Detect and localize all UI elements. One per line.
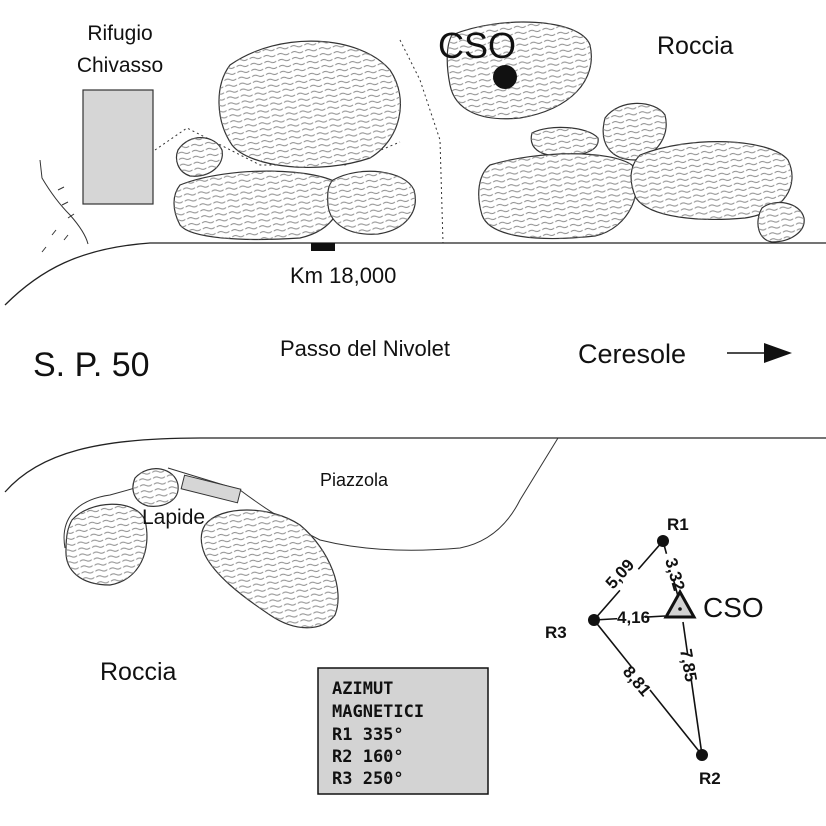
- rock-upper-center-large: [218, 40, 401, 169]
- road-name-label: S. P. 50: [33, 346, 150, 384]
- km-marker: [311, 243, 335, 251]
- rifugio-label-line1: Rifugio: [87, 22, 152, 45]
- rifugio-label-line2: Chivasso: [77, 54, 163, 77]
- rock-small-top-right: [602, 102, 667, 161]
- lower-rock-outline: [63, 487, 136, 549]
- cso-top-marker: [493, 65, 517, 89]
- cso-triangle-icon: [663, 588, 697, 619]
- lapide-stone: [180, 474, 242, 504]
- rock-lower-left: [65, 503, 148, 586]
- piazzola-label: Piazzola: [320, 470, 389, 490]
- rock-cso-top: [446, 21, 592, 120]
- road-edge-top: [4, 242, 826, 306]
- km-label: Km 18,000: [290, 263, 396, 288]
- rock-upper-bottom-mid: [327, 170, 416, 235]
- distance-r1-cso: 3,32: [661, 556, 688, 593]
- dotted-path-vertical: [399, 39, 444, 244]
- azimut-title-1: AZIMUT: [332, 679, 393, 699]
- rock-small-far-right: [757, 201, 805, 243]
- r1-label: R1: [667, 515, 689, 534]
- arrow-right-icon: [727, 343, 792, 363]
- roccia-bottom-label: Roccia: [100, 658, 177, 686]
- azimut-r1: R1 335°: [332, 725, 404, 745]
- r2-point: [696, 749, 708, 761]
- rock-lower-right: [200, 509, 339, 629]
- rifugio-building: [82, 89, 154, 205]
- rock-small-center-right: [530, 126, 599, 157]
- road-edge-bottom: [4, 437, 826, 493]
- azimut-title-2: MAGNETICI: [332, 702, 424, 722]
- pass-name-label: Passo del Nivolet: [280, 336, 450, 361]
- rock-lower-small: [132, 468, 179, 507]
- rock-right-large-left: [478, 153, 638, 240]
- r2-label: R2: [699, 769, 721, 788]
- distance-r3-r1: 5,09: [602, 555, 638, 592]
- rock-upper-bottom-left: [173, 170, 342, 241]
- slope-line: [39, 159, 89, 245]
- lapide-label: Lapide: [142, 506, 205, 529]
- r3-label: R3: [545, 623, 567, 642]
- rock-upper-small-left: [175, 137, 223, 177]
- r3-point: [588, 614, 600, 626]
- roccia-top-label: Roccia: [657, 32, 734, 60]
- cso-top-label: CSO: [438, 25, 516, 66]
- distance-r3-cso: 4,16: [617, 608, 650, 627]
- azimut-r3: R3 250°: [332, 769, 404, 789]
- azimut-box: [317, 667, 489, 795]
- cso-survey-label: CSO: [703, 592, 764, 623]
- destination-label: Ceresole: [578, 339, 686, 369]
- r1-point: [657, 535, 669, 547]
- azimut-r2: R2 160°: [332, 747, 404, 767]
- rock-right-large-right: [630, 141, 793, 220]
- slope-ticks: [41, 186, 75, 253]
